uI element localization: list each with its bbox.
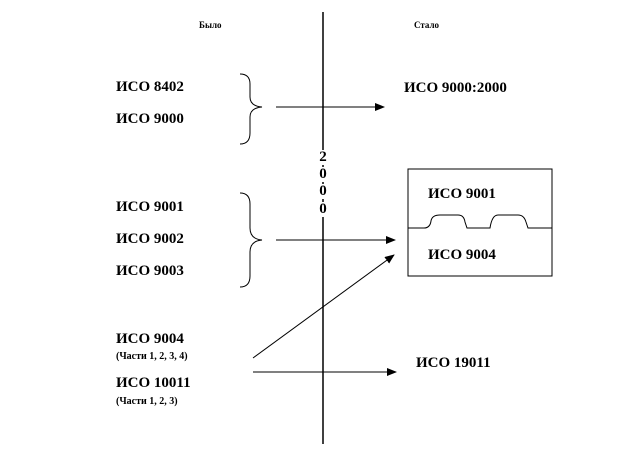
standard-label: ИСО 8402 xyxy=(116,79,184,95)
box-top-standard-label: ИСО 9001 xyxy=(428,186,496,202)
standard-label: ИСО 9000 xyxy=(116,111,184,127)
year-digit: 0 xyxy=(316,202,330,217)
box-connector xyxy=(408,214,552,229)
standard-label: ИСО 9004 xyxy=(116,331,184,347)
result-standard-label: ИСО 9000:2000 xyxy=(404,80,507,96)
header-before: Было xyxy=(199,20,222,30)
result-standard-label: ИСО 19011 xyxy=(416,355,491,371)
year-digit: 0 xyxy=(316,184,330,199)
standard-label: ИСО 9002 xyxy=(116,231,184,247)
brace-group-2 xyxy=(239,192,263,288)
year-digit: 0 xyxy=(316,167,330,182)
combined-standard-box xyxy=(407,168,553,277)
standard-label: ИСО 9001 xyxy=(116,199,184,215)
standard-label: ИСО 10011 xyxy=(116,375,191,391)
brace-group-1 xyxy=(239,73,263,145)
standard-label: ИСО 9003 xyxy=(116,263,184,279)
header-after: Стало xyxy=(414,20,440,30)
standard-parts-note: (Части 1, 2, 3) xyxy=(116,396,178,407)
year-digit: 2 xyxy=(316,150,330,165)
standard-parts-note: (Части 1, 2, 3, 4) xyxy=(116,351,188,362)
arrow-iso-9004 xyxy=(252,254,395,359)
box-bottom-standard-label: ИСО 9004 xyxy=(428,247,496,263)
